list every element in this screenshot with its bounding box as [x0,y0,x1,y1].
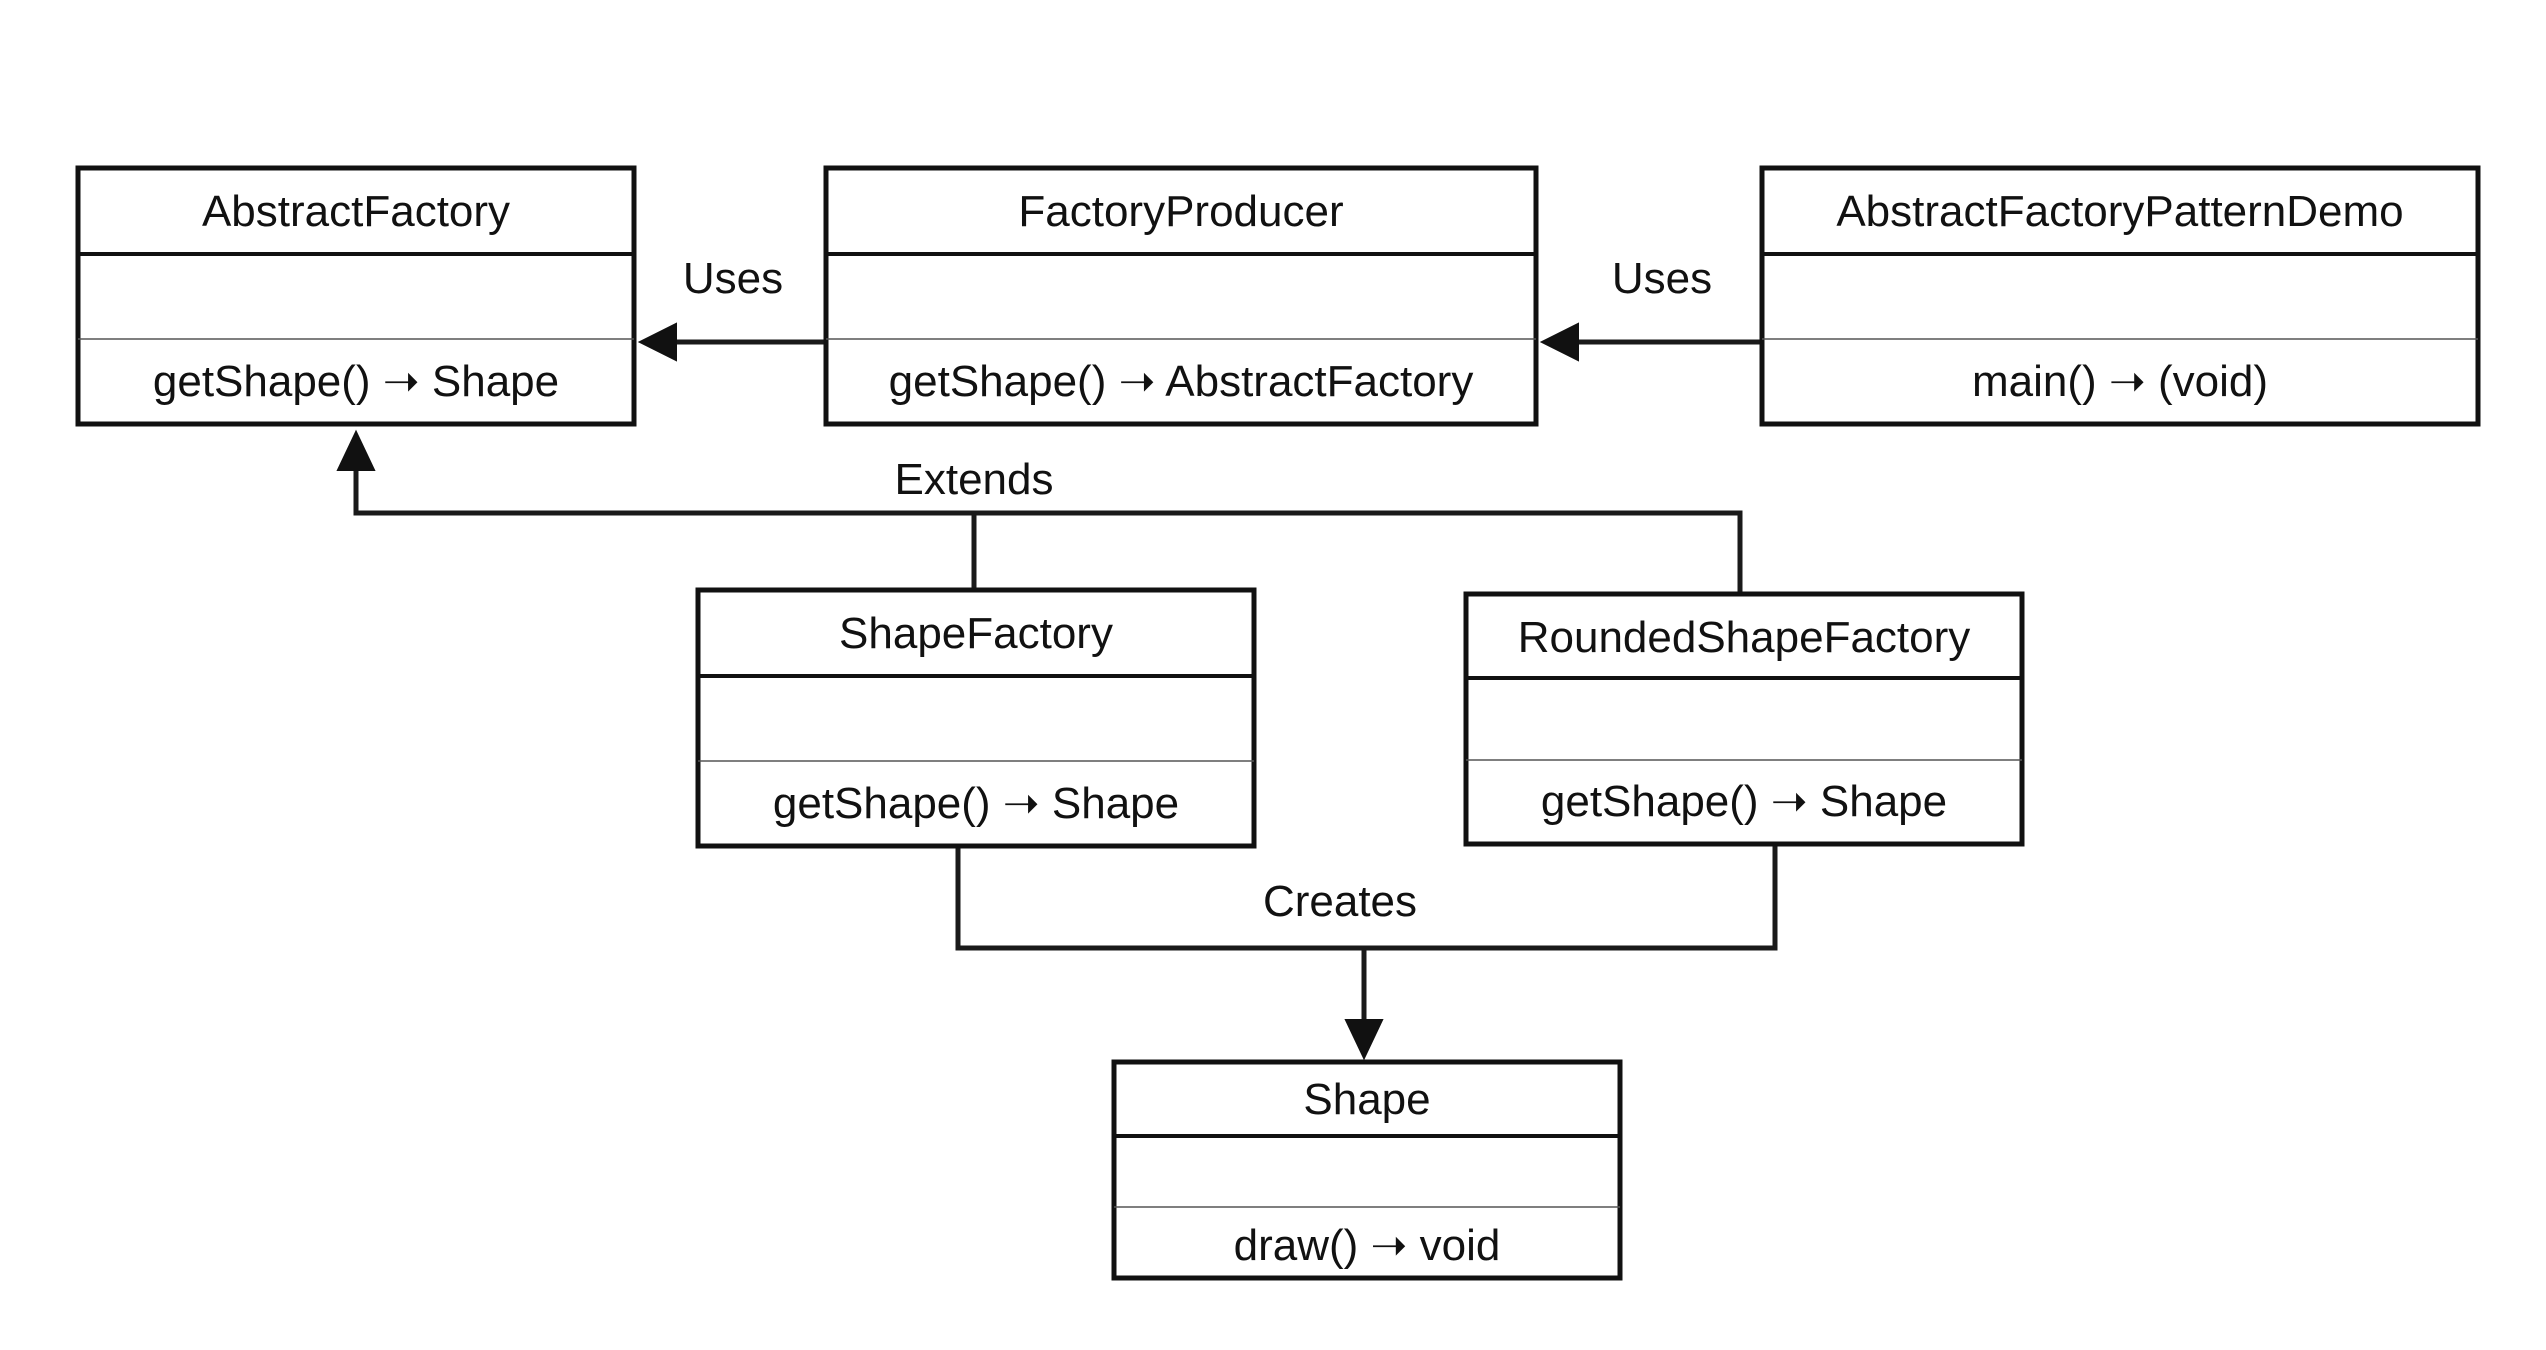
creates-label: Creates [1263,877,1417,926]
class-method: getShape() ➝ Shape [153,357,559,406]
class-factoryproducer[interactable]: FactoryProducer getShape() ➝ AbstractFac… [823,165,1539,427]
class-method: getShape() ➝ Shape [1541,777,1947,826]
class-name: FactoryProducer [1018,187,1343,236]
arrowhead-up-icon [336,429,376,471]
class-roundedshapefactory[interactable]: RoundedShapeFactory getShape() ➝ Shape [1463,591,2025,847]
edge-uses-factoryproducer-abstractfactory: Uses [637,254,829,362]
arrowhead-left-icon [637,322,677,362]
class-method: draw() ➝ void [1234,1221,1501,1270]
edge-uses-demo-factoryproducer: Uses [1539,254,1765,362]
class-method: getShape() ➝ Shape [773,779,1179,828]
extends-label: Extends [895,455,1054,504]
edge-creates: Creates [955,841,1778,1061]
class-method: main() ➝ (void) [1972,357,2268,406]
class-name: RoundedShapeFactory [1518,613,1971,662]
class-name: AbstractFactory [202,187,510,236]
class-name: Shape [1303,1075,1430,1124]
edge-extends: Extends [336,429,1743,595]
class-shape[interactable]: Shape draw() ➝ void [1111,1059,1623,1281]
class-name: ShapeFactory [839,609,1113,658]
class-shapefactory[interactable]: ShapeFactory getShape() ➝ Shape [695,587,1257,849]
arrowhead-down-icon [1344,1019,1384,1061]
class-name: AbstractFactoryPatternDemo [1836,187,2403,236]
class-method: getShape() ➝ AbstractFactory [889,357,1474,406]
uses-label-left: Uses [683,254,783,303]
class-abstractfactorypatterndemo[interactable]: AbstractFactoryPatternDemo main() ➝ (voi… [1759,165,2481,427]
class-abstractfactory[interactable]: AbstractFactory getShape() ➝ Shape [75,165,637,427]
uses-label-right: Uses [1612,254,1712,303]
arrowhead-left-icon [1539,322,1579,362]
